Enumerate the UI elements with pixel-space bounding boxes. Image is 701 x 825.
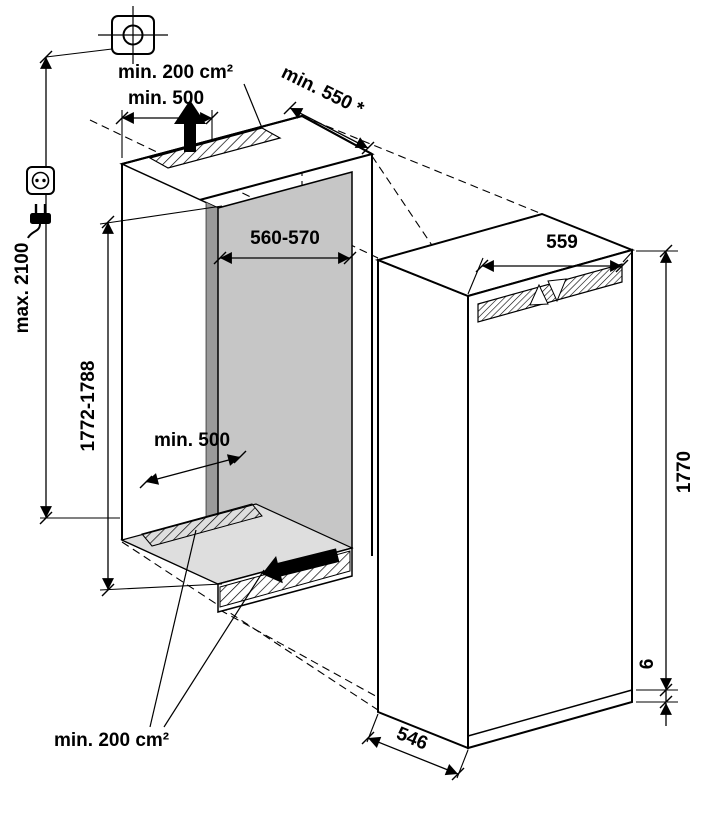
grille-zigzag-1 (529, 283, 549, 306)
airflow-up-arrow (174, 100, 206, 152)
appliance-base-line (467, 689, 633, 737)
power-plug-icon (27, 204, 51, 239)
dimension-lines (39, 48, 678, 781)
dim-label-appliance-width: 559 (546, 232, 578, 253)
niche-structure (119, 114, 375, 613)
airflow-left-arrow (262, 548, 340, 584)
power-socket-icon (26, 166, 55, 195)
dim-label-niche-width: 560-570 (250, 228, 320, 249)
airflow-arrows (174, 100, 340, 584)
dim-label-base-vent-area: min. 200 cm² (54, 730, 169, 751)
dim-label-top-air-gap: min. 500 (128, 88, 204, 109)
dim-label-appliance-height: 1770 (674, 451, 695, 493)
appliance (374, 212, 636, 750)
registration-mark-icon (98, 6, 168, 64)
dim-label-floor-air-gap: min. 500 (154, 430, 230, 451)
dim-label-max-height: max. 2100 (12, 243, 33, 334)
dim-label-top-vent-area: min. 200 cm² (118, 62, 233, 83)
appliance-grille (477, 263, 623, 323)
dim-label-wall-distance: min. 550 * (278, 62, 367, 120)
dim-label-niche-height: 1772-1788 (78, 361, 99, 452)
appliance-left-side (377, 258, 469, 750)
grille-zigzag-2 (547, 278, 567, 303)
top-vent-hatch (148, 127, 282, 169)
dim-label-bottom-gap: 6 (637, 659, 658, 670)
appliance-front (467, 248, 633, 750)
floor-vent-hatch (141, 503, 263, 547)
